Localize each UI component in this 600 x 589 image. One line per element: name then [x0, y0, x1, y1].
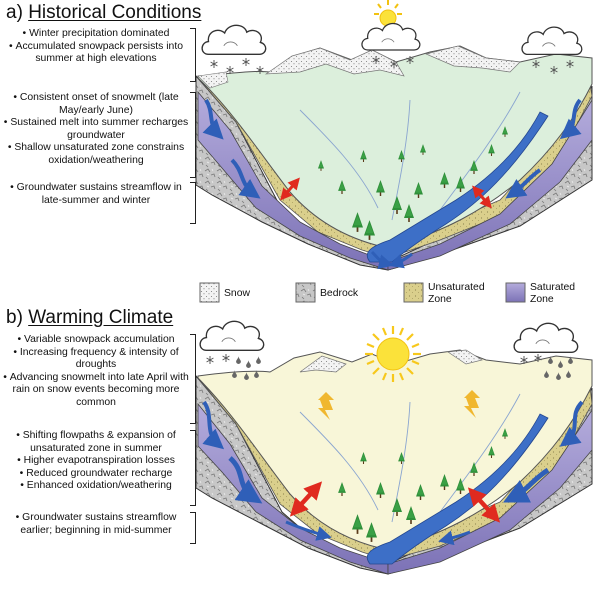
group-bracket [190, 512, 196, 544]
panel-a-label: a) [6, 2, 23, 23]
group-bracket [190, 28, 196, 82]
legend-snow-swatch [199, 282, 220, 303]
legend-unsaturated-label: Unsaturated Zone [428, 282, 485, 306]
flow-arrow-icon [230, 158, 261, 199]
cloud-icon [201, 24, 267, 55]
legend-saturated-line1: Saturated [530, 282, 576, 293]
flow-arrow-icon [202, 400, 225, 450]
tributary [299, 411, 379, 511]
panel-a-group-1: Winter precipitation dominated Accumulat… [3, 28, 189, 66]
flow-arrow-icon [228, 456, 263, 504]
panel-a-title: a) Historical Conditions [6, 3, 201, 22]
saturated-zone [387, 408, 593, 575]
heat-wave-icon [318, 392, 334, 420]
rain-drop-icon [236, 356, 241, 364]
legend-bedrock-swatch [295, 282, 316, 303]
legend-swatches [199, 282, 526, 303]
historical-block [195, 0, 593, 271]
legend-unsaturated-swatch [403, 282, 424, 303]
tributary [439, 393, 521, 513]
snowflake-icon [242, 58, 250, 66]
panel-b-group-1: Variable snowpack accumulation Increasin… [3, 334, 189, 410]
bullet-item: Increasing frequency & intensity of drou… [3, 347, 189, 372]
legend-saturated-line2: Zone [530, 294, 554, 305]
legend-unsaturated-line2: Zone [428, 294, 452, 305]
group-bracket [190, 182, 196, 224]
flow-arrow-icon [559, 400, 584, 447]
rain-drop-icon [232, 370, 237, 378]
saturated-zone [387, 98, 593, 271]
bullet-item: Shallow unsaturated zone constrains oxid… [3, 142, 189, 167]
panel-b-group-2: Shifting flowpaths & expansion of unsatu… [3, 430, 189, 493]
bullet-item: Shifting flowpaths & expansion of unsatu… [3, 430, 189, 455]
exchange-arrow-icon [467, 487, 501, 523]
exchange-arrow-icon [472, 185, 492, 209]
cloud-icon [521, 26, 583, 56]
snowflake-icon [206, 356, 214, 364]
group-bracket [190, 430, 196, 506]
tributary [299, 109, 379, 209]
snow-cap [299, 355, 347, 373]
panel-b-group-3: Groundwater sustains streamflow earlier;… [3, 512, 189, 537]
flow-arrow-icon [559, 98, 582, 140]
bullet-item: Enhanced oxidation/weathering [3, 480, 189, 493]
snow-cap [424, 45, 521, 73]
exchange-arrow-icon [289, 481, 323, 517]
bullet-item: Winter precipitation dominated [3, 28, 189, 41]
legend-saturated-swatch [505, 282, 526, 303]
bullet-item: Groundwater sustains streamflow in late-… [3, 182, 189, 207]
panel-b-label: b) [6, 307, 23, 328]
panel-a-group-2: Consistent onset of snowmelt (late May/e… [3, 92, 189, 168]
bullet-item: Reduced groundwater recharge [3, 468, 189, 481]
snowflake-icon [222, 354, 230, 362]
bullet-item: Higher evapotranspiration losses [3, 455, 189, 468]
bullet-item: Variable snowpack accumulation [3, 334, 189, 347]
bullet-item: Advancing snowmelt into late April with … [3, 372, 189, 410]
flow-arrow-icon [505, 168, 542, 199]
snow-cap [197, 71, 229, 89]
tributary [439, 91, 521, 211]
flow-arrow-icon [388, 252, 413, 269]
panel-a-group-3: Groundwater sustains streamflow in late-… [3, 182, 189, 207]
legend-snow-label: Snow [224, 288, 250, 299]
rain-drop-icon [256, 356, 261, 364]
exchange-arrow-icon [280, 177, 300, 201]
legend-unsaturated-line1: Unsaturated [428, 282, 485, 293]
flow-arrow-icon [438, 530, 471, 546]
panel-b-heading: Warming Climate [28, 307, 174, 328]
legend-saturated-label: Saturated Zone [530, 282, 575, 306]
bullet-item: Accumulated snowpack persists into summe… [3, 41, 189, 66]
sun-icon [365, 326, 421, 382]
flow-arrow-icon [370, 250, 394, 270]
warming-block [195, 320, 593, 575]
snow-cap [264, 47, 405, 77]
snowflake-icon [210, 60, 218, 68]
cloud-icon [361, 22, 421, 51]
heat-wave-icon [464, 390, 480, 418]
snow-cap [447, 349, 483, 365]
flow-arrow-icon [202, 98, 224, 140]
bullet-item: Groundwater sustains streamflow earlier;… [3, 512, 189, 537]
rain-drop-icon [246, 360, 251, 368]
group-bracket [190, 92, 196, 178]
legend-bedrock-label: Bedrock [320, 288, 359, 299]
flow-arrow-icon [503, 467, 550, 503]
cloud-icon [199, 320, 265, 351]
bullet-item: Consistent onset of snowmelt (late May/e… [3, 92, 189, 117]
cloud-icon [513, 322, 579, 353]
flow-arrow-icon [285, 520, 332, 541]
bullet-item: Sustained melt into summer recharges gro… [3, 117, 189, 142]
sun-icon [374, 0, 402, 27]
panel-b-title: b) Warming Climate [6, 308, 173, 327]
panel-a-heading: Historical Conditions [28, 2, 202, 23]
group-bracket [190, 334, 196, 424]
